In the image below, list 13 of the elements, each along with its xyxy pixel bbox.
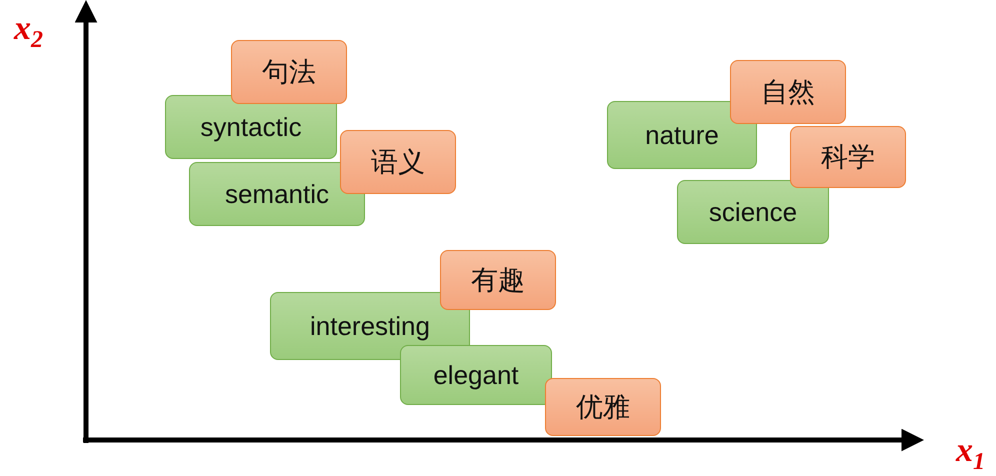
- chinese-word-box: 句法: [231, 40, 347, 104]
- english-word-box: semantic: [189, 162, 365, 226]
- english-word-box: elegant: [400, 345, 552, 405]
- english-word-box: science: [677, 180, 829, 244]
- chinese-word-box: 自然: [730, 60, 846, 124]
- chinese-word-box: 科学: [790, 126, 906, 188]
- axis-label: x$_{1}$: [956, 432, 985, 476]
- chinese-word-box: 有趣: [440, 250, 556, 310]
- chinese-word-box: 语义: [340, 130, 456, 194]
- english-word-box: syntactic: [165, 95, 337, 159]
- english-word-box: nature: [607, 101, 757, 169]
- chinese-word-box: 优雅: [545, 378, 661, 436]
- axis-label: x$_{2}$: [14, 10, 43, 54]
